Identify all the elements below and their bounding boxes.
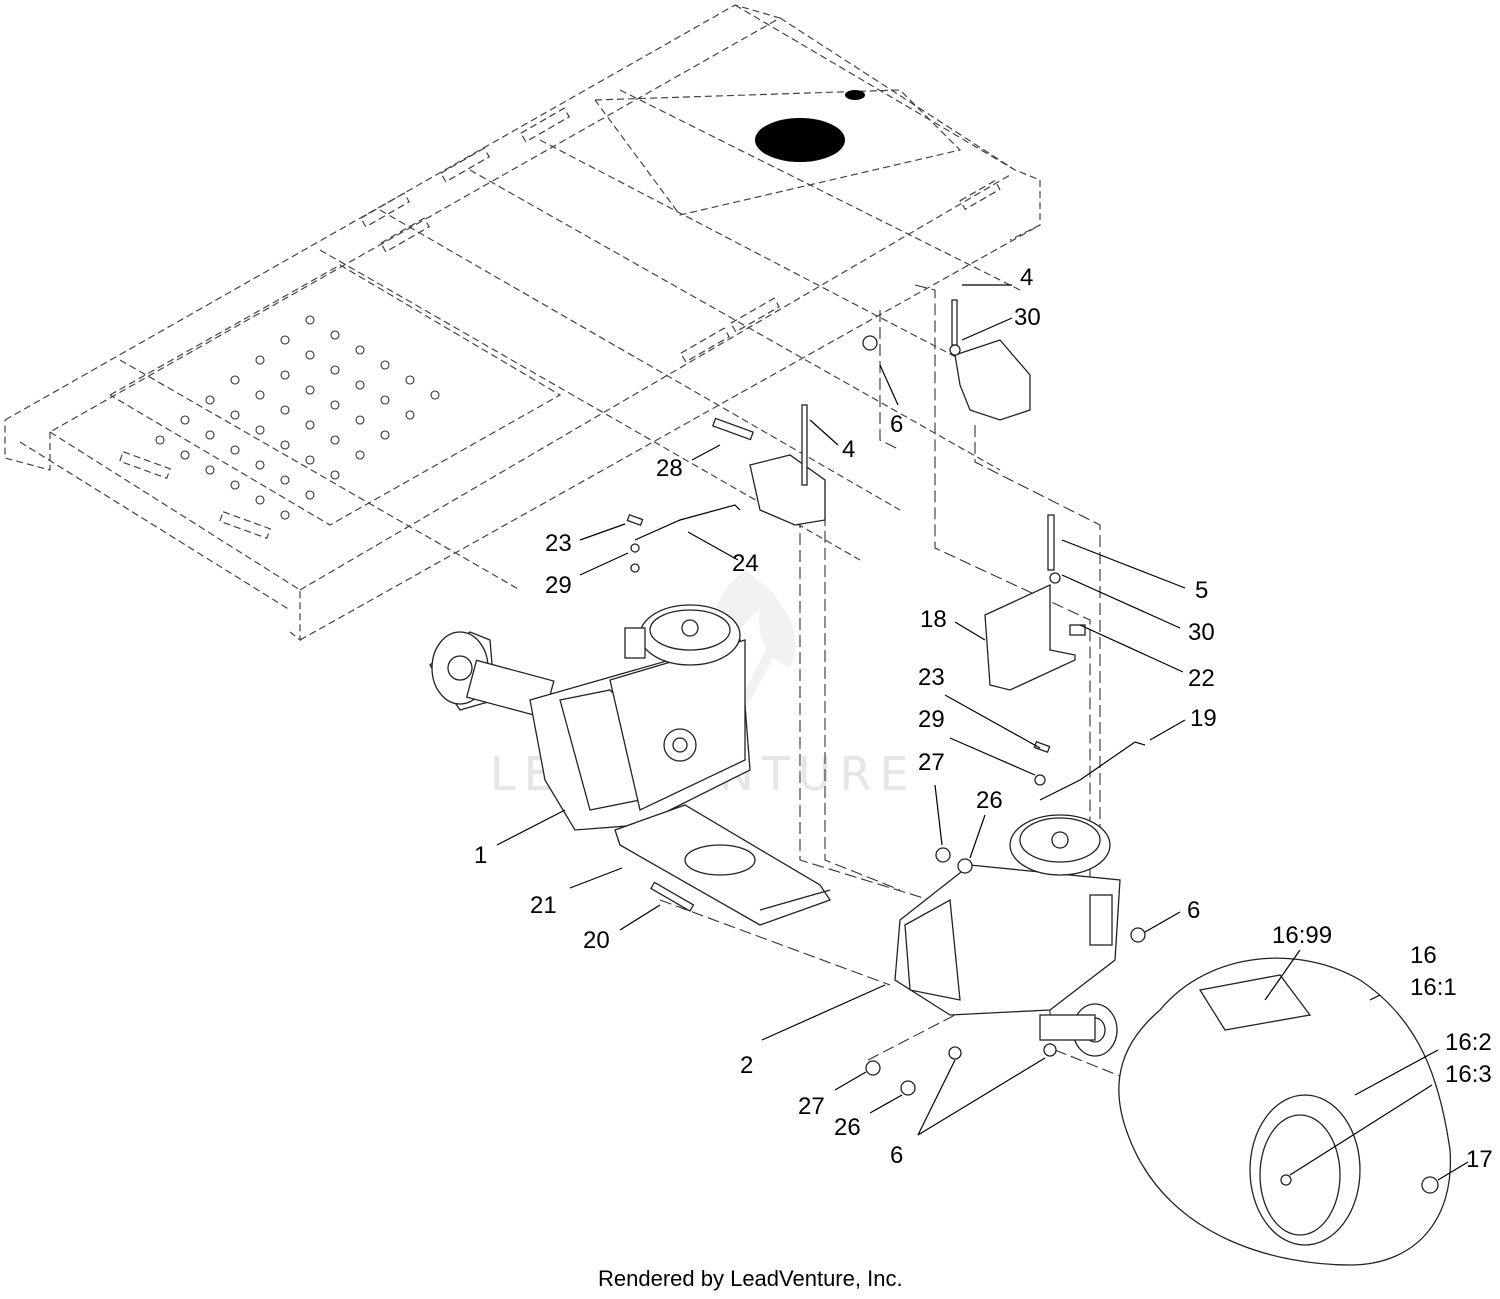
callout-27-upper: 27 — [918, 749, 945, 776]
callout-6-top: 6 — [890, 411, 903, 438]
footer-credit: Rendered by LeadVenture, Inc. — [598, 1266, 903, 1291]
floor-plate-holes — [155, 315, 440, 520]
callout-labels: 1 2 4 4 5 6 6 6 16 16:1 16:2 16:3 16:99 … — [474, 264, 1493, 1173]
leader-lines — [496, 284, 1469, 1181]
control-rods — [634, 504, 1146, 801]
bracket-18 — [984, 583, 1076, 691]
callout-24: 24 — [732, 550, 759, 577]
callout-4-lower: 4 — [842, 436, 855, 463]
callout-16: 16 — [1410, 942, 1437, 969]
callout-29-left: 29 — [545, 572, 572, 599]
callout-28: 28 — [656, 455, 683, 482]
bolt-20 — [650, 881, 695, 912]
callout-26-upper: 26 — [976, 787, 1003, 814]
callout-17: 17 — [1466, 1146, 1493, 1173]
left-transmission — [429, 604, 751, 831]
callout-16-2: 16:2 — [1445, 1029, 1492, 1056]
mounting-plate — [614, 804, 832, 926]
callout-16-3: 16:3 — [1445, 1061, 1492, 1088]
callout-6-bottom: 6 — [890, 1142, 903, 1169]
callout-26-lower: 26 — [834, 1114, 861, 1141]
callout-19: 19 — [1190, 705, 1217, 732]
upper-bracket — [954, 339, 1031, 421]
callout-16-99: 16:99 — [1272, 922, 1332, 949]
callout-27-lower: 27 — [798, 1093, 825, 1120]
callout-16-1: 16:1 — [1410, 974, 1457, 1001]
callout-4-upper: 4 — [1020, 264, 1033, 291]
right-transmission — [894, 814, 1121, 1057]
bracket-28 — [749, 454, 826, 526]
callout-6-right: 6 — [1187, 897, 1200, 924]
callout-2: 2 — [740, 1052, 753, 1079]
callout-21: 21 — [530, 892, 557, 919]
small-hardware — [626, 335, 1439, 1194]
bolts — [712, 299, 1086, 636]
callout-5: 5 — [1195, 577, 1208, 604]
callout-20: 20 — [583, 927, 610, 954]
wheel-tire — [1118, 957, 1452, 1266]
callout-22: 22 — [1188, 665, 1215, 692]
callout-1: 1 — [474, 842, 487, 869]
callout-30-upper: 30 — [1014, 304, 1041, 331]
callout-23-left: 23 — [545, 530, 572, 557]
frame-plate-opening — [755, 90, 865, 162]
callout-18: 18 — [920, 606, 947, 633]
chassis-frame — [4, 4, 1041, 642]
callout-30-lower: 30 — [1188, 619, 1215, 646]
callout-23-right: 23 — [918, 664, 945, 691]
callout-29-right: 29 — [918, 706, 945, 733]
